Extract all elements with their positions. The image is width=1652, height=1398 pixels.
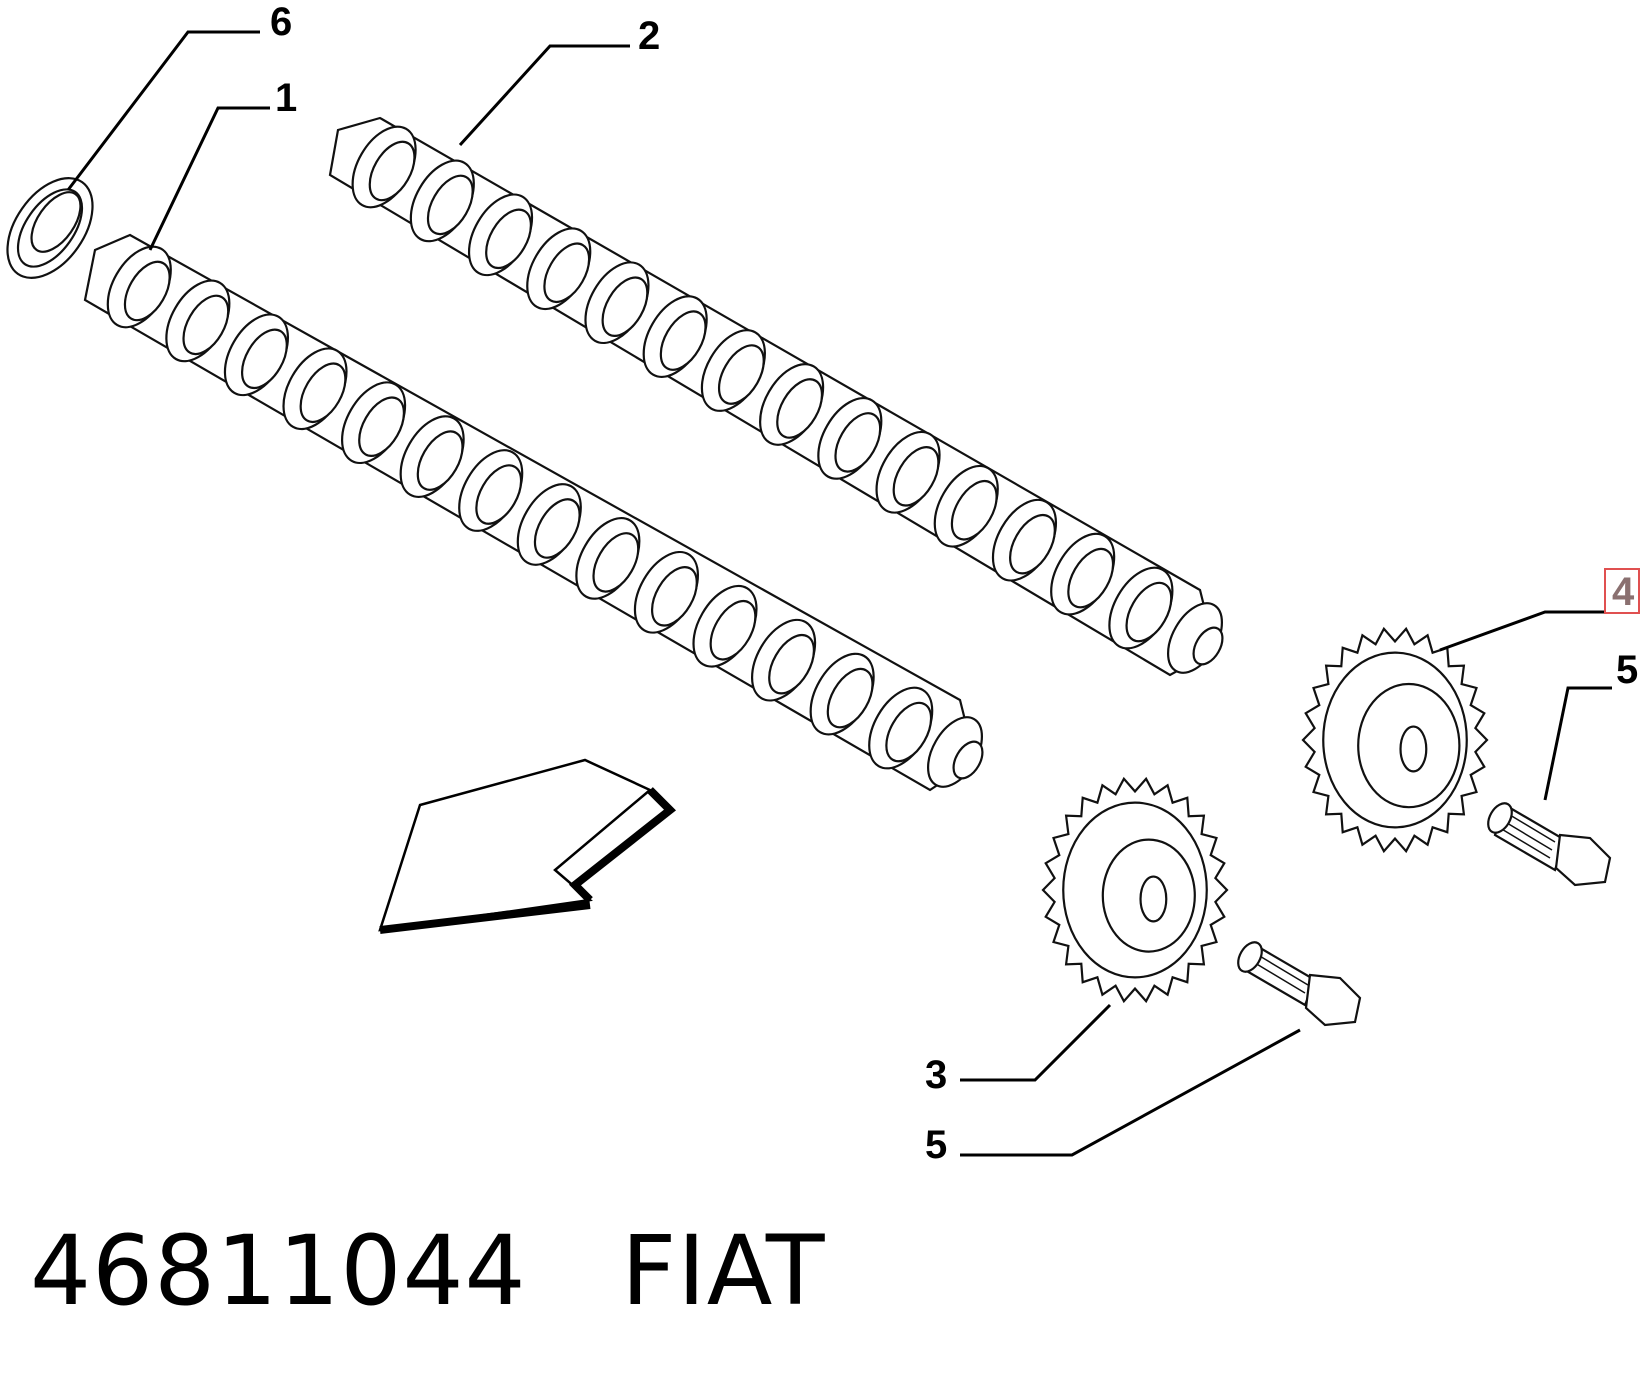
callout-3: 3 [925,1053,948,1097]
callout-1: 1 [275,76,298,120]
bolt-5-lower [1237,941,1362,1027]
brand-name: FIAT [621,1215,826,1327]
callout-2: 2 [638,14,661,58]
part-number: 46811044 [30,1215,527,1327]
camshaft-1 [83,233,984,792]
bolt-5-upper [1487,802,1612,887]
leader-lines [66,30,1612,1157]
callout-6: 6 [270,0,293,44]
gear-4 [1301,626,1489,854]
callout-4: 4 [1604,568,1641,614]
camshaft-2 [328,116,1224,677]
direction-arrow [378,758,677,934]
part-caption: 46811044 FIAT [30,1215,826,1327]
callout-5-upper: 5 [1616,648,1639,692]
gear-3 [1041,776,1229,1004]
callout-5-lower: 5 [925,1123,948,1167]
oil-seal-ring [6,177,94,279]
